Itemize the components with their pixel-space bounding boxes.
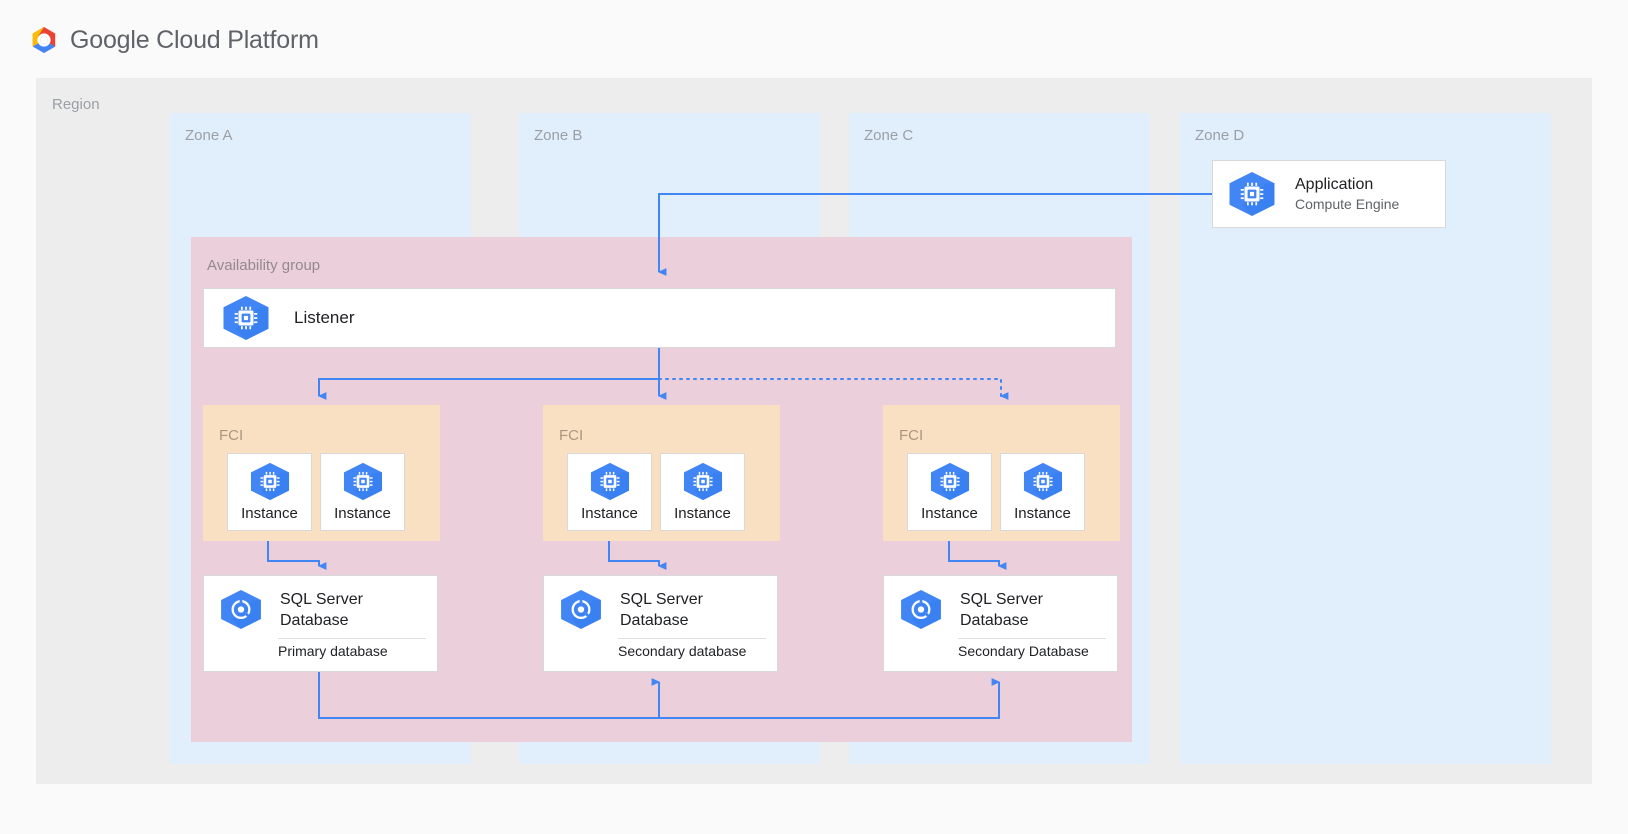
fci-label: FCI bbox=[559, 427, 584, 444]
brand-google: Google bbox=[70, 26, 150, 54]
database-title-block: SQL Server Database bbox=[280, 589, 430, 631]
instance-label: Instance bbox=[921, 505, 978, 522]
database-header: SQL Server Database bbox=[204, 576, 437, 631]
sql-database-icon bbox=[898, 589, 944, 630]
instance-label: Instance bbox=[581, 505, 638, 522]
page-header: Google Cloud Platform bbox=[0, 0, 1628, 78]
compute-engine-icon bbox=[248, 462, 292, 501]
database-role: Secondary database bbox=[618, 643, 747, 659]
database-card-secondary-b[interactable]: SQL Server Database Secondary database bbox=[543, 575, 778, 672]
database-role: Primary database bbox=[278, 643, 388, 659]
application-subtitle: Compute Engine bbox=[1295, 195, 1400, 212]
database-header: SQL Server Database bbox=[884, 576, 1117, 631]
listener-card[interactable]: Listener bbox=[203, 288, 1116, 348]
zone-c-label: Zone C bbox=[864, 127, 914, 144]
fci-label: FCI bbox=[899, 427, 924, 444]
instance-label: Instance bbox=[241, 505, 298, 522]
database-header: SQL Server Database bbox=[544, 576, 777, 631]
compute-engine-icon bbox=[341, 462, 385, 501]
sql-database-icon bbox=[558, 589, 604, 630]
database-title-block: SQL Server Database bbox=[620, 589, 770, 631]
fci-group-zone-b: FCI Instance bbox=[543, 405, 780, 541]
zone-d-label: Zone D bbox=[1195, 127, 1245, 144]
database-role: Secondary Database bbox=[958, 643, 1089, 659]
instance-card[interactable]: Instance bbox=[660, 453, 745, 531]
instance-label: Instance bbox=[334, 505, 391, 522]
fci-label: FCI bbox=[219, 427, 244, 444]
instance-card[interactable]: Instance bbox=[320, 453, 405, 531]
zone-a-label: Zone A bbox=[185, 127, 233, 144]
database-title: SQL Server Database bbox=[620, 591, 703, 629]
zone-b-label: Zone B bbox=[534, 127, 583, 144]
compute-engine-icon bbox=[928, 462, 972, 501]
instance-label: Instance bbox=[674, 505, 731, 522]
sql-database-icon bbox=[218, 589, 264, 630]
application-text-block: Application Compute Engine bbox=[1295, 175, 1399, 214]
instance-card[interactable]: Instance bbox=[1000, 453, 1085, 531]
instance-card[interactable]: Instance bbox=[227, 453, 312, 531]
fci-group-zone-c: FCI Instance bbox=[883, 405, 1120, 541]
divider bbox=[278, 638, 426, 639]
application-title: Application bbox=[1295, 175, 1374, 193]
compute-engine-icon bbox=[220, 295, 272, 341]
divider bbox=[958, 638, 1106, 639]
database-card-primary[interactable]: SQL Server Database Primary database bbox=[203, 575, 438, 672]
compute-engine-icon bbox=[1226, 171, 1278, 217]
divider bbox=[618, 638, 766, 639]
instance-label: Instance bbox=[1014, 505, 1071, 522]
database-card-secondary-c[interactable]: SQL Server Database Secondary Database bbox=[883, 575, 1118, 672]
brand-rest: Cloud Platform bbox=[149, 26, 319, 54]
database-title: SQL Server Database bbox=[280, 591, 363, 629]
fci-group-zone-a: FCI Instance bbox=[203, 405, 440, 541]
instance-card[interactable]: Instance bbox=[907, 453, 992, 531]
compute-engine-icon bbox=[681, 462, 725, 501]
database-title-block: SQL Server Database bbox=[960, 589, 1110, 631]
application-card[interactable]: Application Compute Engine bbox=[1212, 160, 1446, 228]
listener-label: Listener bbox=[294, 308, 355, 327]
compute-engine-icon bbox=[588, 462, 632, 501]
availability-group-label: Availability group bbox=[207, 257, 321, 274]
region-label: Region bbox=[52, 96, 100, 113]
google-cloud-logo-icon bbox=[27, 24, 61, 58]
page-title: Google Cloud Platform bbox=[70, 26, 319, 55]
compute-engine-icon bbox=[1021, 462, 1065, 501]
database-title: SQL Server Database bbox=[960, 591, 1043, 629]
instance-card[interactable]: Instance bbox=[567, 453, 652, 531]
